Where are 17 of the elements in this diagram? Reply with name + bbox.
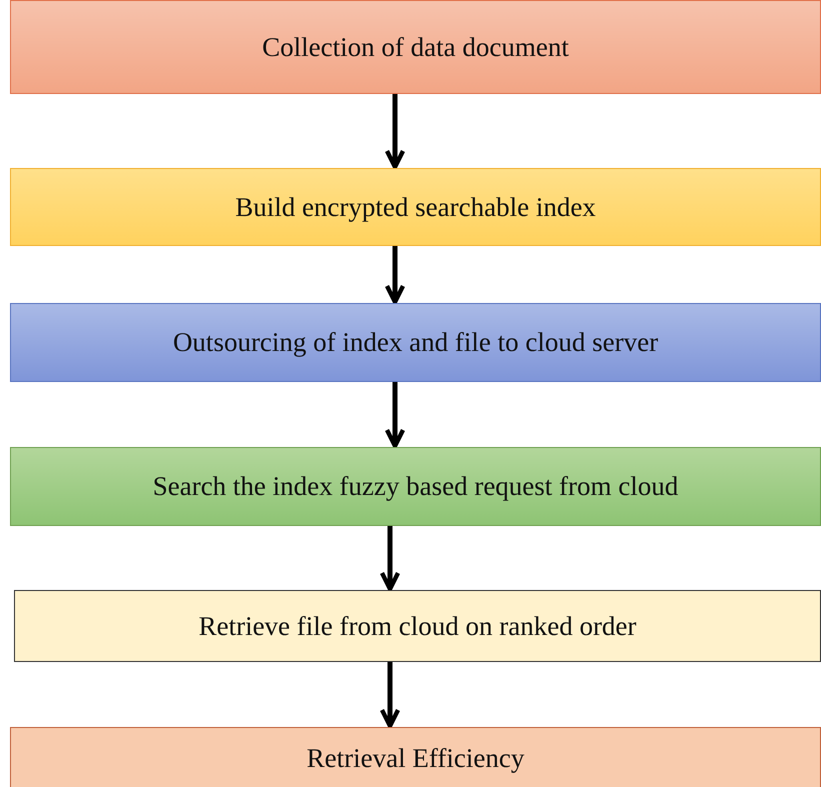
process-box bbox=[10, 447, 821, 526]
process-box bbox=[14, 590, 821, 662]
step-label: Build encrypted searchable index bbox=[235, 192, 596, 222]
process-box bbox=[10, 727, 821, 787]
step-label: Retrieve file from cloud on ranked order bbox=[198, 610, 636, 642]
arrow bbox=[384, 94, 406, 170]
process-box bbox=[10, 0, 821, 94]
step-label: Search the index fuzzy based request from cloud bbox=[152, 471, 678, 502]
arrow bbox=[380, 526, 400, 592]
arrow bbox=[384, 382, 406, 448]
step-label: Outsourcing of index and file to cloud server bbox=[172, 327, 658, 358]
step-label: Collection of data document bbox=[262, 32, 569, 62]
process-box bbox=[10, 168, 821, 246]
step-label: Retrieval Efficiency bbox=[306, 742, 524, 774]
arrow bbox=[384, 246, 406, 304]
process-box bbox=[10, 303, 821, 382]
arrow bbox=[380, 662, 400, 728]
